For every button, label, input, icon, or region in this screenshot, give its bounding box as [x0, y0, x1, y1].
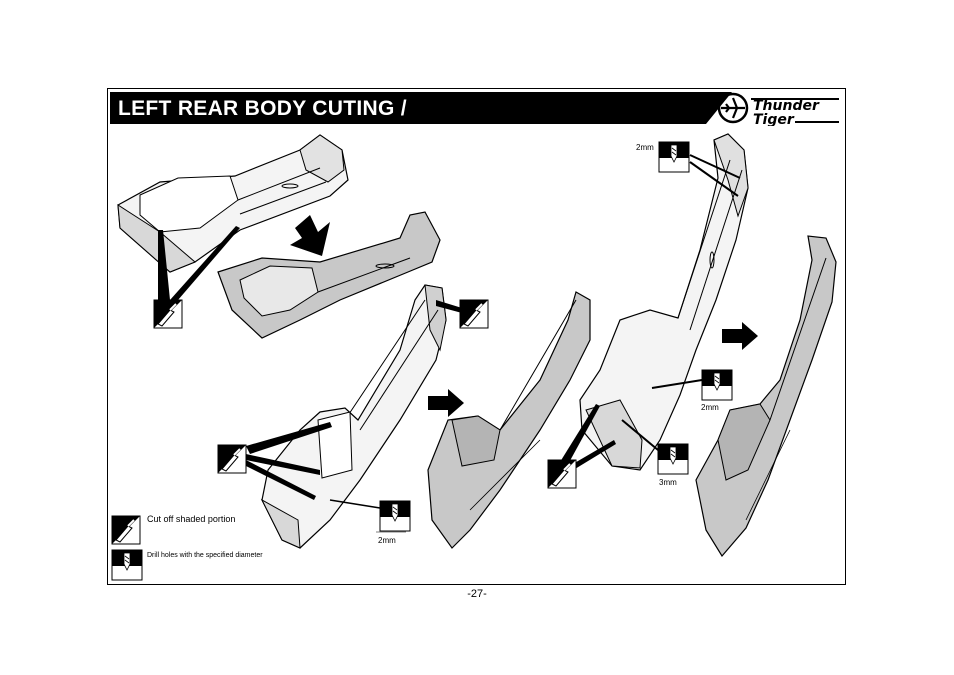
page-frame [107, 88, 846, 585]
cut-callout-4 [547, 404, 616, 489]
fuselage-part-2 [217, 211, 441, 339]
logo-brand-line2: Tiger [753, 112, 795, 126]
cut-callout-3 [217, 422, 332, 500]
knife-cut-icon [547, 459, 577, 489]
drill-callout-2 [658, 141, 741, 197]
page-number: -27- [467, 588, 487, 600]
drill-size-label-bottom-left: 2mm [378, 536, 396, 545]
title-banner: LEFT REAR BODY CUTING / [110, 92, 732, 124]
drill-size-label-right-lower: 3mm [659, 478, 677, 487]
fuselage-part-6 [695, 235, 837, 558]
page-title: LEFT REAR BODY CUTING / [118, 97, 407, 120]
knife-cut-icon [217, 444, 247, 474]
knife-cut-icon [459, 299, 489, 329]
legend-knife-cut-icon [111, 515, 141, 545]
drill-bit-icon [379, 500, 411, 532]
drill-bit-icon [658, 141, 690, 173]
fuselage-part-5 [579, 133, 749, 471]
brand-logo: Thunder Tiger [717, 92, 842, 128]
drill-size-label-right-upper: 2mm [701, 403, 719, 412]
step-arrow-icon [722, 322, 758, 350]
cut-callout-1 [153, 226, 240, 329]
drill-callout-3 [651, 369, 733, 401]
legend-drill-text: Drill holes with the specified diameter [147, 552, 263, 559]
cut-callout-2 [436, 299, 489, 329]
airplane-logo-icon: Thunder Tiger [717, 92, 839, 128]
legend-cut-text: Cut off shaded portion [147, 514, 236, 524]
drill-bit-icon [701, 369, 733, 401]
title-banner-shape [110, 92, 732, 124]
fuselage-part-4 [427, 291, 591, 549]
legend-drill-bit-icon [111, 549, 143, 581]
drill-size-label-top: 2mm [636, 143, 654, 152]
fuselage-part-1 [117, 134, 349, 273]
knife-cut-icon [153, 299, 183, 329]
step-arrow-icon [290, 215, 330, 256]
drill-bit-icon [657, 443, 689, 475]
step-arrow-icon [428, 389, 464, 417]
drill-callout-1 [329, 499, 411, 533]
logo-brand-line1: Thunder [753, 98, 820, 114]
drill-callout-4 [621, 419, 689, 475]
